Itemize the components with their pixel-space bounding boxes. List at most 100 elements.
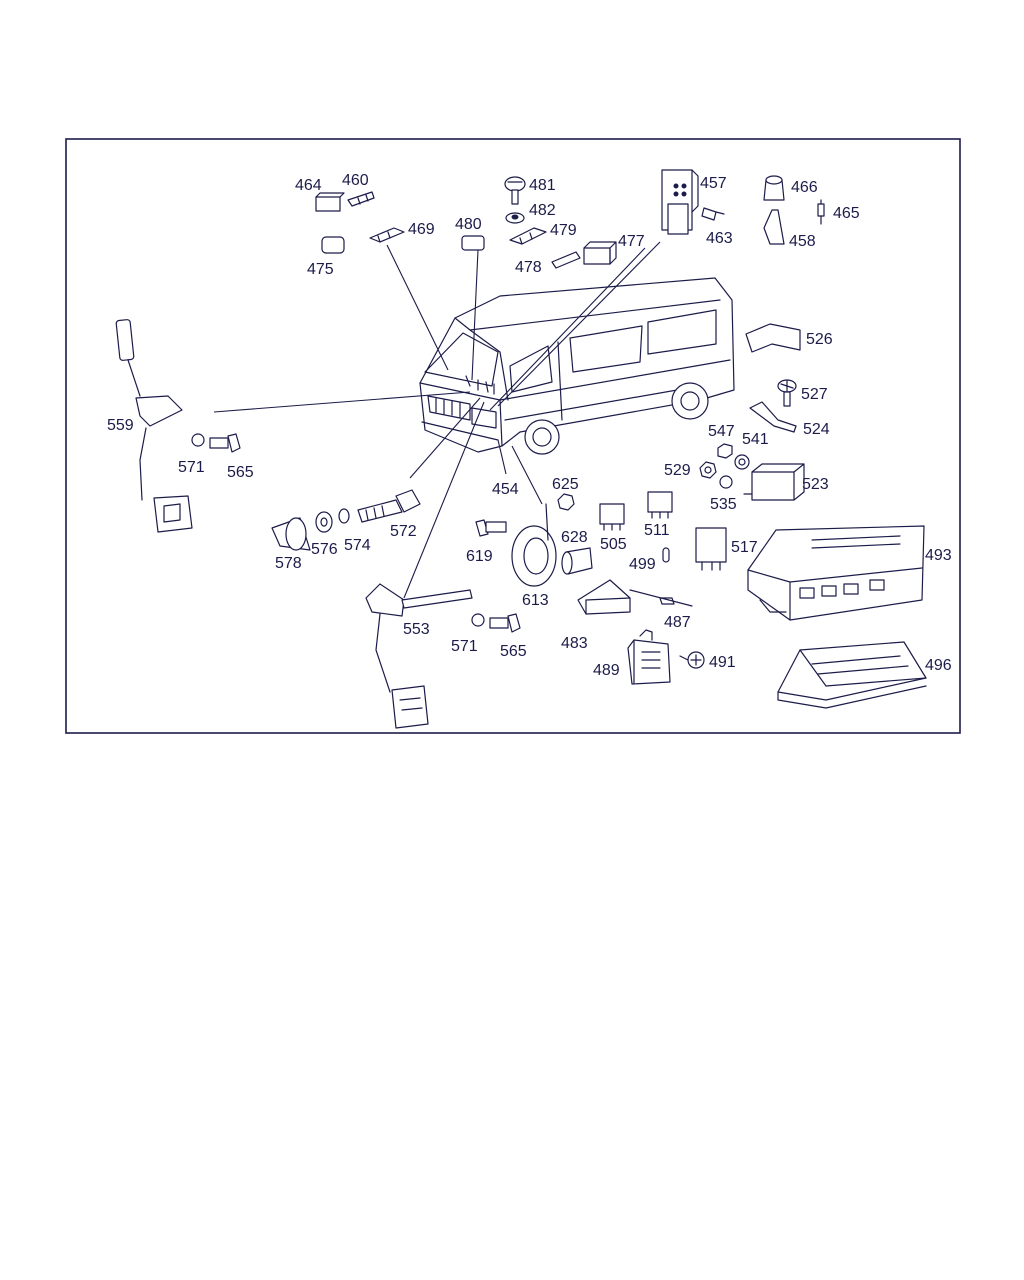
callout-481: 481 xyxy=(529,177,556,194)
part-482 xyxy=(505,212,525,224)
callout-505: 505 xyxy=(600,536,627,553)
callout-479: 479 xyxy=(550,222,577,239)
part-457 xyxy=(661,169,699,235)
part-572 xyxy=(357,489,421,523)
callout-524: 524 xyxy=(803,421,830,438)
callout-571-lower: 571 xyxy=(451,638,478,655)
callout-480: 480 xyxy=(455,216,482,233)
part-625 xyxy=(557,493,575,511)
leader-lines xyxy=(213,241,661,599)
callout-541: 541 xyxy=(742,431,769,448)
part-553 xyxy=(365,583,473,729)
callout-466: 466 xyxy=(791,179,818,196)
callout-565-upper: 565 xyxy=(227,464,254,481)
callout-529: 529 xyxy=(664,462,691,479)
callout-487: 487 xyxy=(664,614,691,631)
part-478 xyxy=(551,251,581,269)
callout-457: 457 xyxy=(700,175,727,192)
callout-489: 489 xyxy=(593,662,620,679)
callout-493: 493 xyxy=(925,547,952,564)
callout-523: 523 xyxy=(802,476,829,493)
callout-465: 465 xyxy=(833,205,860,222)
part-499 xyxy=(662,547,670,563)
part-465 xyxy=(817,199,825,225)
part-481 xyxy=(504,176,526,205)
callout-469: 469 xyxy=(408,221,435,238)
callout-619: 619 xyxy=(466,548,493,565)
callout-491: 491 xyxy=(709,654,736,671)
part-511 xyxy=(647,491,673,519)
diagram-frame xyxy=(65,138,961,734)
part-477 xyxy=(583,241,617,265)
part-527 xyxy=(777,379,797,407)
part-619 xyxy=(475,519,507,537)
part-458 xyxy=(763,209,785,245)
callout-572: 572 xyxy=(390,523,417,540)
callout-576: 576 xyxy=(311,541,338,558)
part-487 xyxy=(629,589,693,607)
callout-478: 478 xyxy=(515,259,542,276)
part-574 xyxy=(338,508,350,524)
callout-475: 475 xyxy=(307,261,334,278)
part-479 xyxy=(509,227,547,245)
callout-559: 559 xyxy=(107,417,134,434)
callout-496: 496 xyxy=(925,657,952,674)
part-559 xyxy=(115,319,193,533)
callout-511: 511 xyxy=(644,522,670,539)
callout-499: 499 xyxy=(629,556,656,573)
part-466 xyxy=(763,175,785,201)
part-475 xyxy=(321,236,345,254)
callout-547: 547 xyxy=(708,423,735,440)
part-505 xyxy=(599,503,625,531)
callout-464: 464 xyxy=(295,177,322,194)
part-565-upper xyxy=(209,433,241,453)
callout-526: 526 xyxy=(806,331,833,348)
callout-517: 517 xyxy=(731,539,758,556)
part-483 xyxy=(577,579,631,615)
callout-460: 460 xyxy=(342,172,369,189)
van-illustration xyxy=(419,277,735,455)
part-493 xyxy=(747,525,925,621)
part-571-lower xyxy=(471,613,485,627)
callout-454: 454 xyxy=(492,481,519,498)
part-496 xyxy=(777,641,927,709)
part-524 xyxy=(749,401,797,433)
callout-477: 477 xyxy=(618,233,645,250)
part-628 xyxy=(561,547,593,575)
part-489 xyxy=(627,629,671,685)
callout-483: 483 xyxy=(561,635,588,652)
callout-535: 535 xyxy=(710,496,737,513)
callout-578: 578 xyxy=(275,555,302,572)
callout-527: 527 xyxy=(801,386,828,403)
callout-553: 553 xyxy=(403,621,430,638)
part-469 xyxy=(369,227,405,243)
part-571-upper xyxy=(191,433,205,447)
part-480 xyxy=(461,235,485,251)
part-535 xyxy=(719,475,733,489)
part-613 xyxy=(511,503,557,587)
callout-labels: 464 460 475 469 480 481 482 479 478 477 … xyxy=(107,172,952,679)
part-523 xyxy=(743,463,805,501)
part-576 xyxy=(315,511,333,533)
part-463 xyxy=(701,207,725,221)
part-541 xyxy=(734,454,750,470)
part-565-lower xyxy=(489,613,521,633)
callout-628: 628 xyxy=(561,529,588,546)
part-526 xyxy=(745,323,801,353)
part-491 xyxy=(679,651,705,669)
callout-613: 613 xyxy=(522,592,549,609)
part-517 xyxy=(695,527,727,571)
callout-458: 458 xyxy=(789,233,816,250)
callout-565-lower: 565 xyxy=(500,643,527,660)
part-464 xyxy=(315,192,345,212)
part-460 xyxy=(347,191,375,207)
callout-625: 625 xyxy=(552,476,579,493)
callout-571-upper: 571 xyxy=(178,459,205,476)
callout-574: 574 xyxy=(344,537,371,554)
part-529 xyxy=(699,461,717,479)
callout-463: 463 xyxy=(706,230,733,247)
callout-482: 482 xyxy=(529,202,556,219)
part-578 xyxy=(271,517,311,551)
part-547 xyxy=(717,443,733,459)
